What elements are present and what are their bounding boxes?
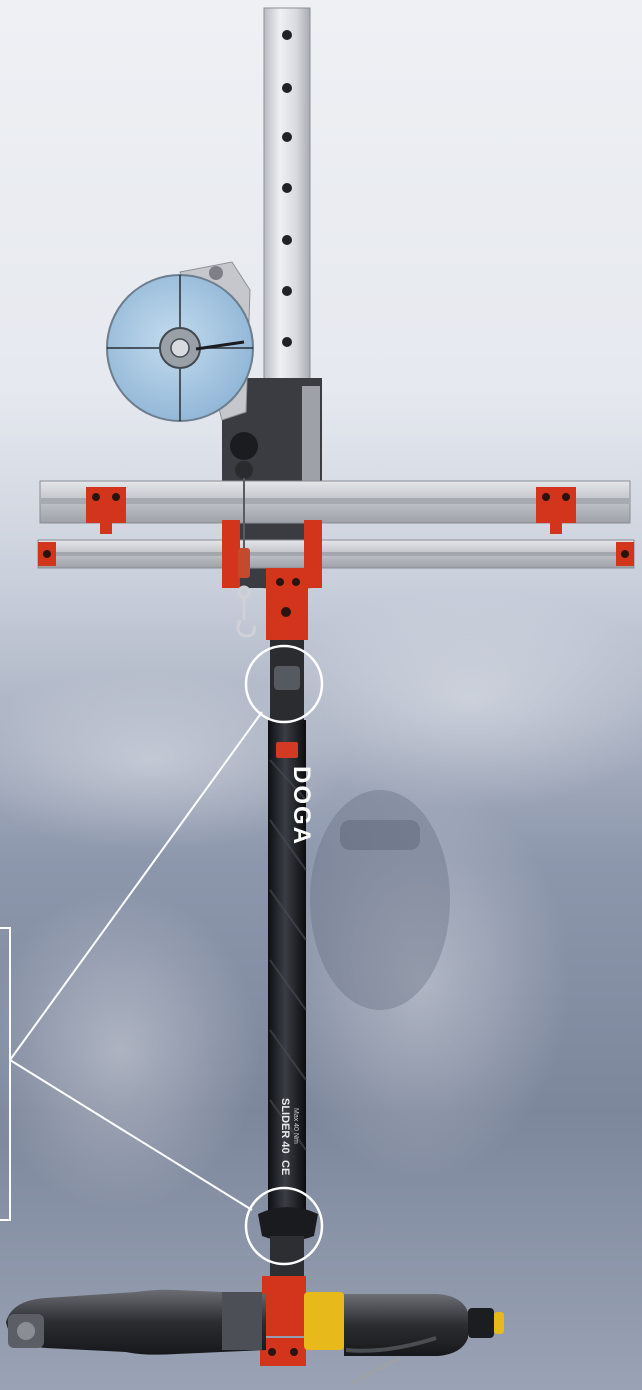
carriage-guide [302, 386, 320, 482]
brand-logo-text: DOGA [288, 766, 315, 846]
brand-logo: DOGA [276, 742, 315, 846]
bracket-left-upper [86, 487, 126, 534]
callout-line-lower [9, 1059, 253, 1211]
tube-model-label: SLIDER 40 [279, 1098, 291, 1154]
tube-small-text: Max 40 Nm [292, 1108, 299, 1144]
bracket-right-lower [616, 542, 634, 566]
background-engine-ghost [0, 590, 642, 1210]
callout-box [0, 927, 11, 1221]
bracket-left-lower [38, 542, 56, 566]
carriage-red-blocks [222, 520, 322, 640]
lower-rail [37, 539, 635, 569]
nutrunner-tool [6, 1289, 504, 1386]
bracket-right-upper [536, 487, 576, 534]
tool-holder [260, 1276, 306, 1366]
tube-ce-mark: CE [279, 1160, 291, 1175]
torque-tube [258, 640, 318, 1276]
upper-rail [39, 480, 631, 524]
callout-circle-lower [244, 1186, 324, 1266]
callout-circle-upper [244, 644, 324, 724]
balancer [106, 261, 254, 422]
safety-hook [236, 548, 256, 638]
callout-line-upper [9, 711, 263, 1061]
tension-knob [230, 432, 258, 479]
